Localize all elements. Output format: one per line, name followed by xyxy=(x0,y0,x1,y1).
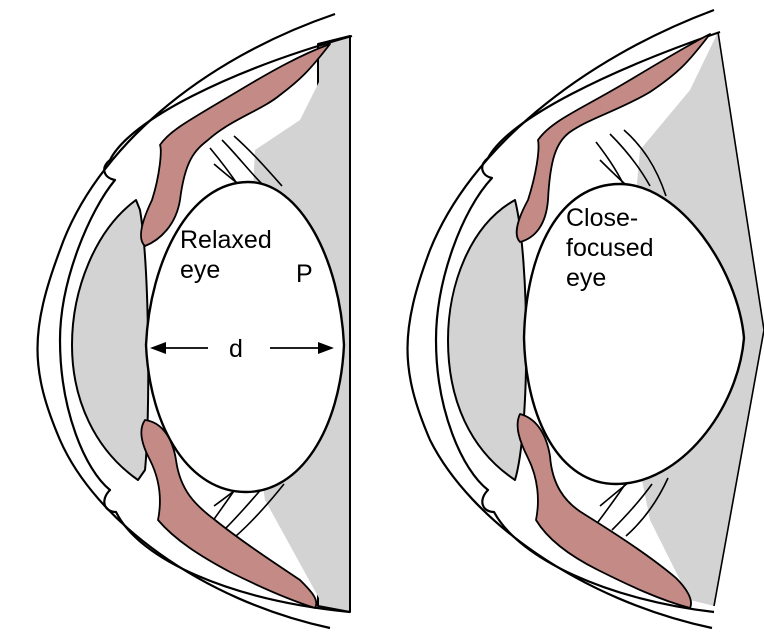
close-label-line2: focused xyxy=(566,234,654,262)
close-anterior-chamber xyxy=(448,200,526,480)
d-marker-label: d xyxy=(229,335,243,363)
close-focused-eye-panel: Close- focused eye xyxy=(408,10,764,628)
relaxed-anterior-chamber xyxy=(72,200,148,480)
relaxed-label-line1: Relaxed xyxy=(180,226,272,254)
p-marker-label: P xyxy=(296,260,313,288)
relaxed-eye-panel: Relaxed eye P d xyxy=(38,14,353,628)
close-label-line1: Close- xyxy=(566,204,638,232)
relaxed-label-line2: eye xyxy=(180,256,220,284)
close-label-line3: eye xyxy=(566,264,606,292)
